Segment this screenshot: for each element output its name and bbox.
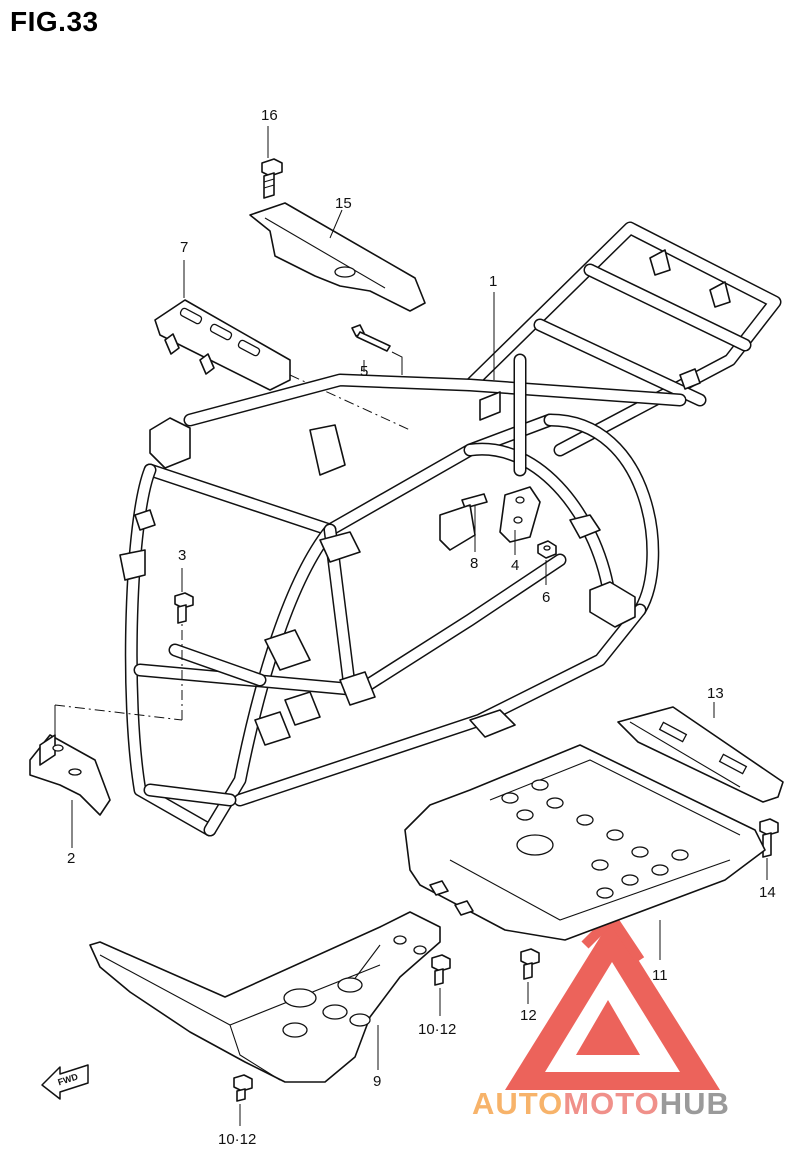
part-1-frame xyxy=(54,221,782,837)
part-3-bolt xyxy=(174,568,194,624)
part-6-nut xyxy=(537,540,557,585)
part-5-bolt xyxy=(351,324,403,375)
callout-7: 7 xyxy=(180,239,189,256)
part-13-guard xyxy=(617,702,784,803)
part-10-12-bolt-center xyxy=(431,954,451,1016)
triangle-emblem-icon xyxy=(505,910,720,1090)
watermark-part-moto: MOTO xyxy=(563,1086,660,1121)
callout-6: 6 xyxy=(542,589,551,606)
figure-title: FIG.33 xyxy=(10,6,99,37)
callout-5: 5 xyxy=(360,363,369,380)
callout-10-12-center: 10·12 xyxy=(418,1021,457,1038)
part-2-bracket xyxy=(29,705,111,848)
part-8-bolt xyxy=(439,493,488,552)
callout-15: 15 xyxy=(335,195,352,212)
callout-10-12-left: 10·12 xyxy=(218,1131,257,1148)
callout-8: 8 xyxy=(470,555,479,572)
callout-4: 4 xyxy=(511,557,520,574)
watermark-logo: AUTOMOTOHUB xyxy=(472,1086,730,1122)
part-12-bolt xyxy=(520,948,540,1004)
callout-2: 2 xyxy=(67,850,76,867)
callout-9: 9 xyxy=(373,1073,382,1090)
part-7-seat-bracket xyxy=(154,260,411,431)
fwd-arrow-icon: FWD xyxy=(41,1064,89,1100)
callout-1: 1 xyxy=(489,273,498,290)
callout-13: 13 xyxy=(707,685,724,702)
part-16-bolt xyxy=(261,126,283,199)
callout-11: 11 xyxy=(652,967,668,984)
watermark-part-hub: HUB xyxy=(659,1086,730,1121)
part-11-skid-plate xyxy=(404,744,766,960)
callout-14: 14 xyxy=(759,884,776,901)
part-10-12-bolt-left xyxy=(233,1074,253,1126)
callout-16: 16 xyxy=(261,107,278,124)
callout-3: 3 xyxy=(178,547,187,564)
callout-12: 12 xyxy=(520,1007,537,1024)
part-9-skid-plate xyxy=(89,911,441,1083)
part-4-bracket xyxy=(499,486,541,555)
watermark-part-auto: AUTO xyxy=(472,1086,564,1121)
part-15-bracket xyxy=(249,202,426,312)
